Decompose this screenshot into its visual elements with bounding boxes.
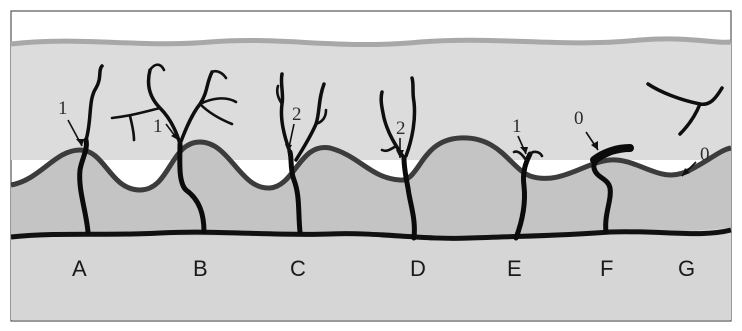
label-g: G [678, 256, 695, 281]
count-a: 1 [58, 98, 68, 119]
outer-layer [11, 39, 731, 160]
bottom-layer [11, 228, 731, 320]
label-c: C [290, 256, 306, 281]
label-f: F [600, 256, 613, 281]
count-b: 1 [153, 116, 163, 137]
count-g: 0 [700, 144, 710, 165]
count-c: 2 [292, 104, 302, 125]
label-a: A [72, 256, 87, 281]
count-e: 1 [512, 116, 522, 137]
label-e: E [507, 256, 522, 281]
label-b: B [193, 256, 208, 281]
count-f: 0 [574, 108, 584, 129]
label-d: D [410, 256, 426, 281]
count-d: 2 [396, 118, 406, 139]
